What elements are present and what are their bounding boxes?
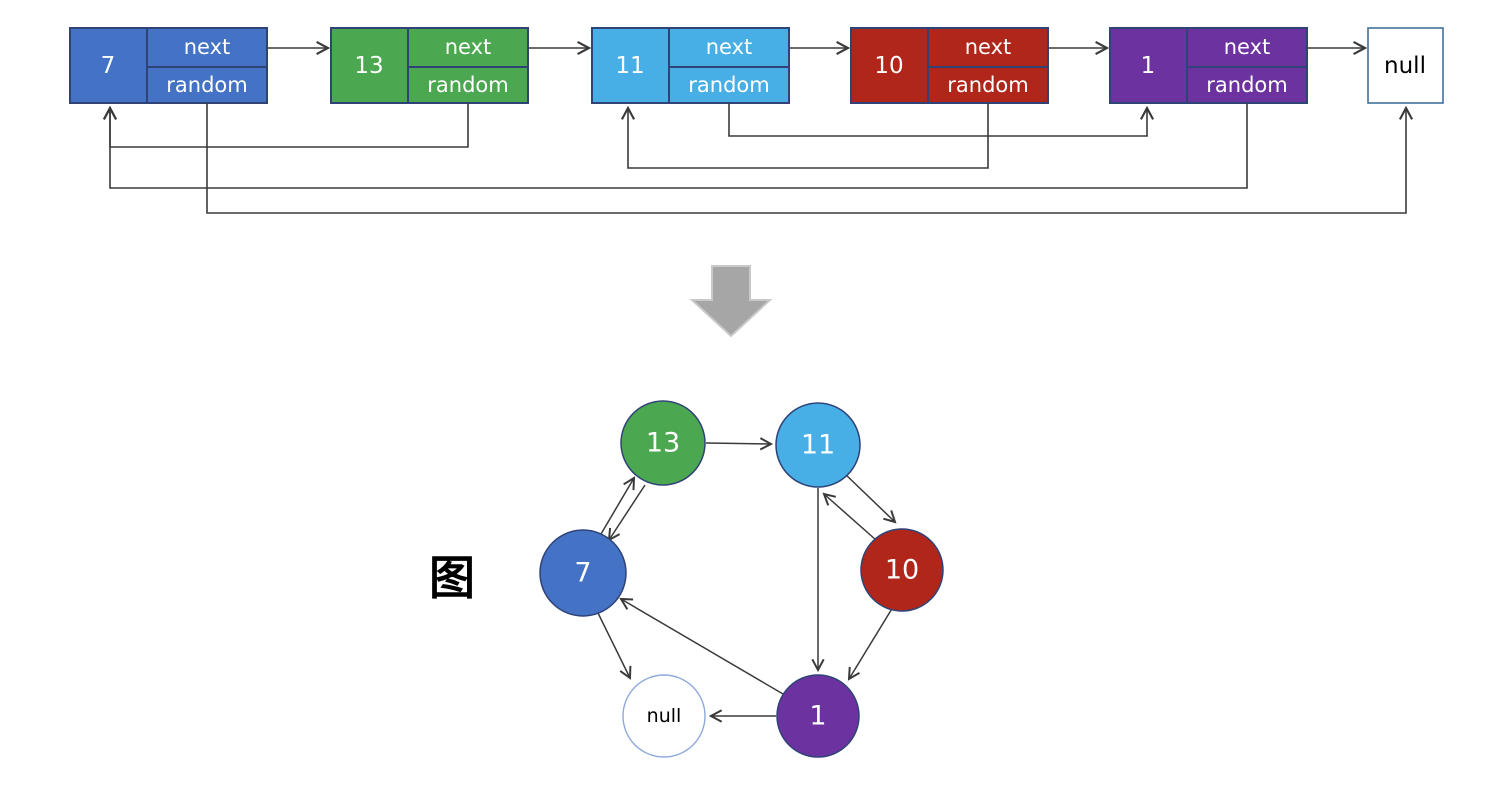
next-cell-label: next [706,35,753,59]
graph-edge-13-to-7 [607,484,646,542]
next-cell-label: next [1224,35,1271,59]
node-value-label: 7 [101,53,116,79]
random-pointer-11-to-1 [728,103,1155,137]
list-node-13: 13 next random [330,27,529,104]
next-cell-label: next [184,35,231,59]
node-value-label: 10 [874,53,903,79]
list-node-box [850,27,1049,104]
graph-node-circle [622,674,706,758]
graph-node-label: 7 [574,558,591,589]
graph-node-13: 13 [620,400,706,486]
list-node-box [1109,27,1308,104]
graph-edge-10-to-11 [822,492,877,541]
graph-node-circle [775,402,861,488]
node-value-label: 13 [354,53,383,79]
list-null-box: null [1367,27,1444,104]
graph-node-circle [620,400,706,486]
null-box [1367,27,1444,104]
graph-edge-10-to-1 [847,606,894,681]
list-node-1: 1 next random [1109,27,1308,104]
graph-node-circle [776,674,860,758]
next-cell-label: next [445,35,492,59]
list-node-11: 11 next random [591,27,790,104]
graph-edge-7-to-13 [600,476,636,535]
graph-edge-11-to-10 [843,472,897,524]
list-node-10: 10 next random [850,27,1049,104]
graph-node-label: 13 [646,428,680,459]
graph-node-label: null [647,705,682,727]
graph-node-label: 1 [809,701,826,732]
node-value-label: 1 [1141,53,1156,79]
random-cell-label: random [427,73,508,97]
random-cell-label: random [1206,73,1287,97]
graph-node-1: 1 [776,674,860,758]
transform-down-arrow-icon [689,265,773,338]
list-node-box [591,27,790,104]
graph-edge-1-to-7 [619,597,784,695]
list-node-box [330,27,529,104]
list-node-box [69,27,268,104]
random-cell-label: random [947,73,1028,97]
graph-caption: 图 [429,551,475,605]
graph-edge-7-to-null [596,610,632,680]
node-value-label: 11 [615,53,644,79]
next-cell-label: next [965,35,1012,59]
random-pointer-13-to-7 [102,103,469,148]
graph-node-circle [539,529,627,617]
graph-node-11: 11 [775,402,861,488]
random-pointer-1-to-7 [102,103,1248,189]
graph-node-10: 10 [860,528,944,612]
null-box-label: null [1384,53,1426,79]
random-cell-label: random [166,73,247,97]
random-pointer-10-to-11 [620,103,989,169]
graph-node-label: 10 [885,555,919,586]
random-cell-label: random [688,73,769,97]
random-pointer-7-to-null [206,103,1414,214]
graph-node-7: 7 [539,529,627,617]
graph-node-label: 11 [801,430,835,461]
graph-node-null: null [622,674,706,758]
list-node-7: 7 next random [69,27,268,104]
graph-edge-13-to-11 [705,437,774,451]
graph-node-circle [860,528,944,612]
